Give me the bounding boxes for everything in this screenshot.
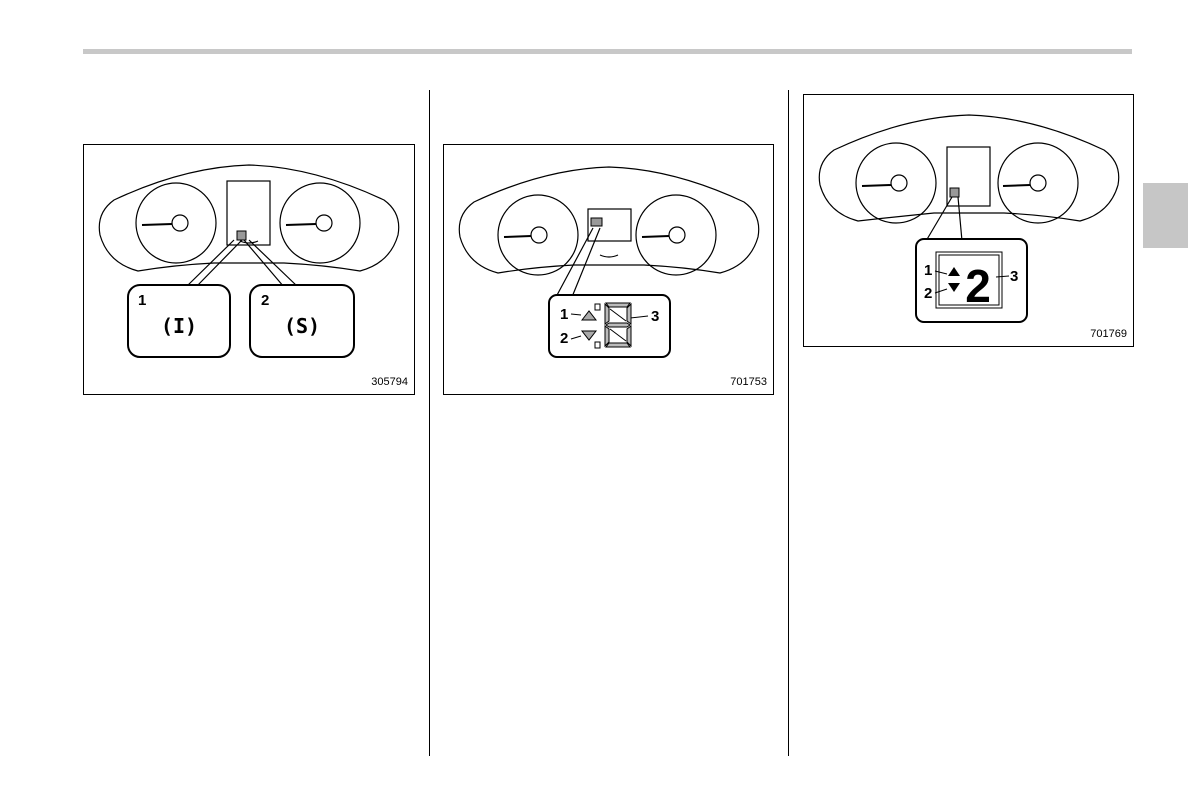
column-divider-2 <box>788 90 789 756</box>
figure-code: 701769 <box>1090 328 1127 340</box>
indicator-spot <box>950 188 959 197</box>
indicator-label-s: (S) <box>284 314 320 338</box>
callout-number-1: 1 <box>560 306 568 323</box>
figure-3: 1 2 3 2 701769 <box>803 94 1134 347</box>
indicator-spot <box>237 231 246 240</box>
right-gauge <box>280 183 360 263</box>
figure-2-illustration: 1 2 3 <box>444 145 773 394</box>
figure-1-illustration: 1 2 (I) (S) <box>84 145 414 394</box>
left-gauge <box>136 183 216 263</box>
left-gauge <box>498 195 578 275</box>
center-display <box>227 181 270 245</box>
right-gauge <box>636 195 716 275</box>
callout-number-1: 1 <box>924 262 932 279</box>
callout-number-3: 3 <box>651 308 659 325</box>
callout-number-2: 2 <box>560 330 568 347</box>
right-gauge <box>998 143 1078 223</box>
callout-number-3: 3 <box>1010 268 1018 285</box>
gear-digit: 2 <box>965 260 991 312</box>
callout-number-1: 1 <box>138 292 146 309</box>
indicator-label-i: (I) <box>161 314 197 338</box>
figure-1: 1 2 (I) (S) 305794 <box>83 144 415 395</box>
indicator-spot <box>591 218 602 226</box>
figure-code: 701753 <box>730 376 767 388</box>
figure-code: 305794 <box>371 376 408 388</box>
figure-3-illustration: 1 2 3 2 <box>804 95 1133 346</box>
callout-number-2: 2 <box>261 292 269 309</box>
figure-2: 1 2 3 701753 <box>443 144 774 395</box>
column-divider-1 <box>429 90 430 756</box>
chapter-tab <box>1143 183 1188 248</box>
callout-number-2: 2 <box>924 285 932 302</box>
header-rule <box>83 49 1132 54</box>
instrument-cluster-outline <box>819 115 1118 221</box>
left-gauge <box>856 143 936 223</box>
